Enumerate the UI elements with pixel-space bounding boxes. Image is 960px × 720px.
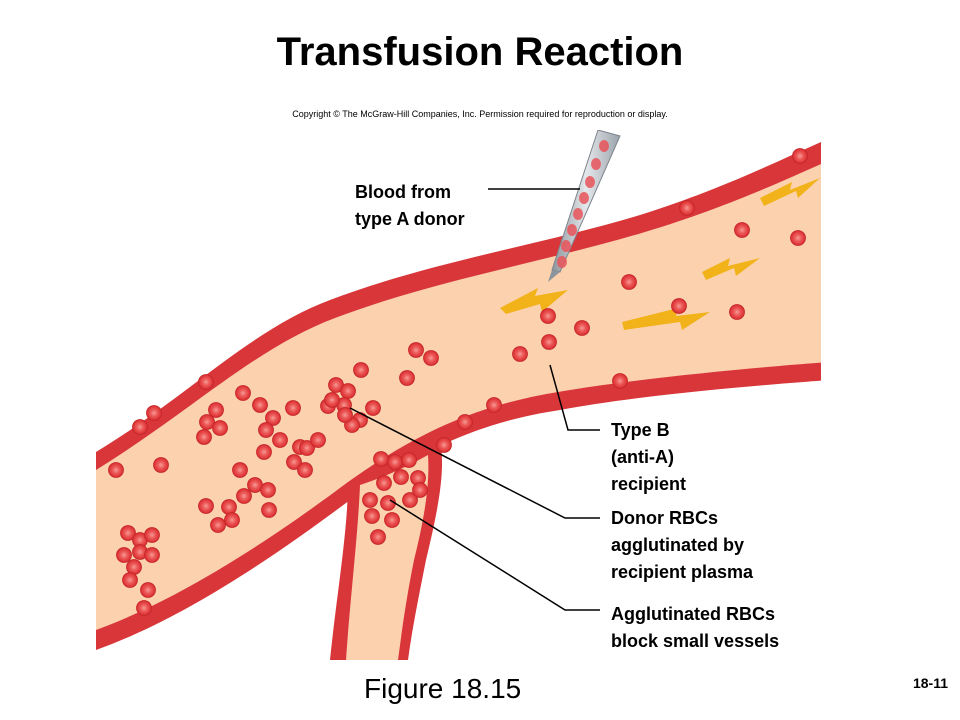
- needle-blood-cells: [557, 140, 609, 268]
- red-blood-cell-icon: [235, 385, 251, 401]
- red-blood-cell-icon: [790, 230, 806, 246]
- page-title: Transfusion Reaction: [276, 30, 684, 74]
- red-blood-cell-icon: [265, 410, 281, 426]
- red-blood-cell-icon: [299, 440, 315, 456]
- red-blood-cell-icon: [324, 392, 340, 408]
- red-blood-cell-icon: [412, 482, 428, 498]
- red-blood-cell-icon: [353, 362, 369, 378]
- red-blood-cell-icon: [540, 308, 556, 324]
- red-blood-cell-icon: [423, 350, 439, 366]
- red-blood-cell-icon: [261, 502, 277, 518]
- red-blood-cell-icon: [122, 572, 138, 588]
- agglutinated-label: Donor RBCs agglutinated by recipient pla…: [611, 508, 754, 582]
- red-blood-cell-icon: [387, 454, 403, 470]
- leader-lines: [349, 188, 600, 611]
- red-blood-cell-icon: [792, 148, 808, 164]
- red-blood-cell-icon: [198, 374, 214, 390]
- recipient-leader-line: [549, 364, 600, 431]
- donor-blood-label: Blood from type A donor: [355, 182, 465, 229]
- needle-blood-cell: [599, 140, 609, 152]
- red-blood-cell-icon: [236, 488, 252, 504]
- needle-blood-cell: [557, 256, 567, 268]
- red-blood-cell-icon: [401, 452, 417, 468]
- red-blood-cell-icon: [286, 454, 302, 470]
- needle-blood-cell: [567, 224, 577, 236]
- red-blood-cell-icon: [541, 334, 557, 350]
- red-blood-cell-icon: [252, 397, 268, 413]
- red-blood-cell-icon: [297, 462, 313, 478]
- red-blood-cell-icon: [108, 462, 124, 478]
- red-blood-cell-icon: [221, 499, 237, 515]
- red-blood-cell-icon: [144, 547, 160, 563]
- red-blood-cell-icon: [258, 422, 274, 438]
- red-blood-cell-icon: [384, 512, 400, 528]
- slide-number: 18-11: [912, 675, 948, 691]
- red-blood-cells: [108, 148, 808, 616]
- blocked-vessels-label: Agglutinated RBCs block small vessels: [611, 604, 780, 651]
- red-blood-cell-icon: [285, 400, 301, 416]
- blocked-leader-line: [389, 499, 600, 611]
- red-blood-cell-icon: [370, 529, 386, 545]
- red-blood-cell-icon: [512, 346, 528, 362]
- red-blood-cell-icon: [399, 370, 415, 386]
- red-blood-cell-icon: [486, 397, 502, 413]
- red-blood-cell-icon: [212, 420, 228, 436]
- red-blood-cell-icon: [612, 373, 628, 389]
- red-blood-cell-icon: [621, 274, 637, 290]
- needle-blood-cell: [591, 158, 601, 170]
- red-blood-cell-icon: [340, 383, 356, 399]
- red-blood-cell-icon: [198, 498, 214, 514]
- red-blood-cell-icon: [224, 512, 240, 528]
- flow-arrow-icon: [500, 178, 820, 330]
- red-blood-cell-icon: [256, 444, 272, 460]
- red-blood-cell-icon: [376, 475, 392, 491]
- copyright-notice: Copyright © The McGraw-Hill Companies, I…: [292, 109, 668, 119]
- red-blood-cell-icon: [380, 495, 396, 511]
- red-blood-cell-icon: [734, 222, 750, 238]
- red-blood-cell-icon: [457, 414, 473, 430]
- red-blood-cell-icon: [260, 482, 276, 498]
- red-blood-cell-icon: [574, 320, 590, 336]
- red-blood-cell-icon: [671, 298, 687, 314]
- red-blood-cell-icon: [144, 527, 160, 543]
- red-blood-cell-icon: [210, 517, 226, 533]
- red-blood-cell-icon: [365, 400, 381, 416]
- red-blood-cell-icon: [199, 414, 215, 430]
- red-blood-cell-icon: [393, 469, 409, 485]
- red-blood-cell-icon: [310, 432, 326, 448]
- red-blood-cell-icon: [136, 600, 152, 616]
- red-blood-cell-icon: [364, 508, 380, 524]
- red-blood-cell-icon: [402, 492, 418, 508]
- red-blood-cell-icon: [408, 342, 424, 358]
- red-blood-cell-icon: [232, 462, 248, 478]
- figure-caption: Figure 18.15: [364, 673, 522, 704]
- red-blood-cell-icon: [337, 407, 353, 423]
- red-blood-cell-icon: [373, 451, 389, 467]
- needle-blood-cell: [561, 240, 571, 252]
- agglutinated-leader-line: [349, 407, 600, 519]
- red-blood-cell-icon: [132, 419, 148, 435]
- red-blood-cell-icon: [679, 200, 695, 216]
- red-blood-cell-icon: [272, 432, 288, 448]
- red-blood-cell-icon: [146, 405, 162, 421]
- red-blood-cell-icon: [120, 525, 136, 541]
- red-blood-cell-icon: [140, 582, 156, 598]
- needle-blood-cell: [579, 192, 589, 204]
- needle-blood-cell: [573, 208, 583, 220]
- red-blood-cell-icon: [208, 402, 224, 418]
- red-blood-cell-icon: [153, 457, 169, 473]
- main-vessel-lumen: [96, 164, 821, 630]
- red-blood-cell-icon: [362, 492, 378, 508]
- needle-blood-cell: [585, 176, 595, 188]
- red-blood-cell-icon: [729, 304, 745, 320]
- red-blood-cell-icon: [116, 547, 132, 563]
- recipient-label: Type B (anti-A) recipient: [611, 420, 687, 494]
- red-blood-cell-icon: [196, 429, 212, 445]
- red-blood-cell-icon: [436, 437, 452, 453]
